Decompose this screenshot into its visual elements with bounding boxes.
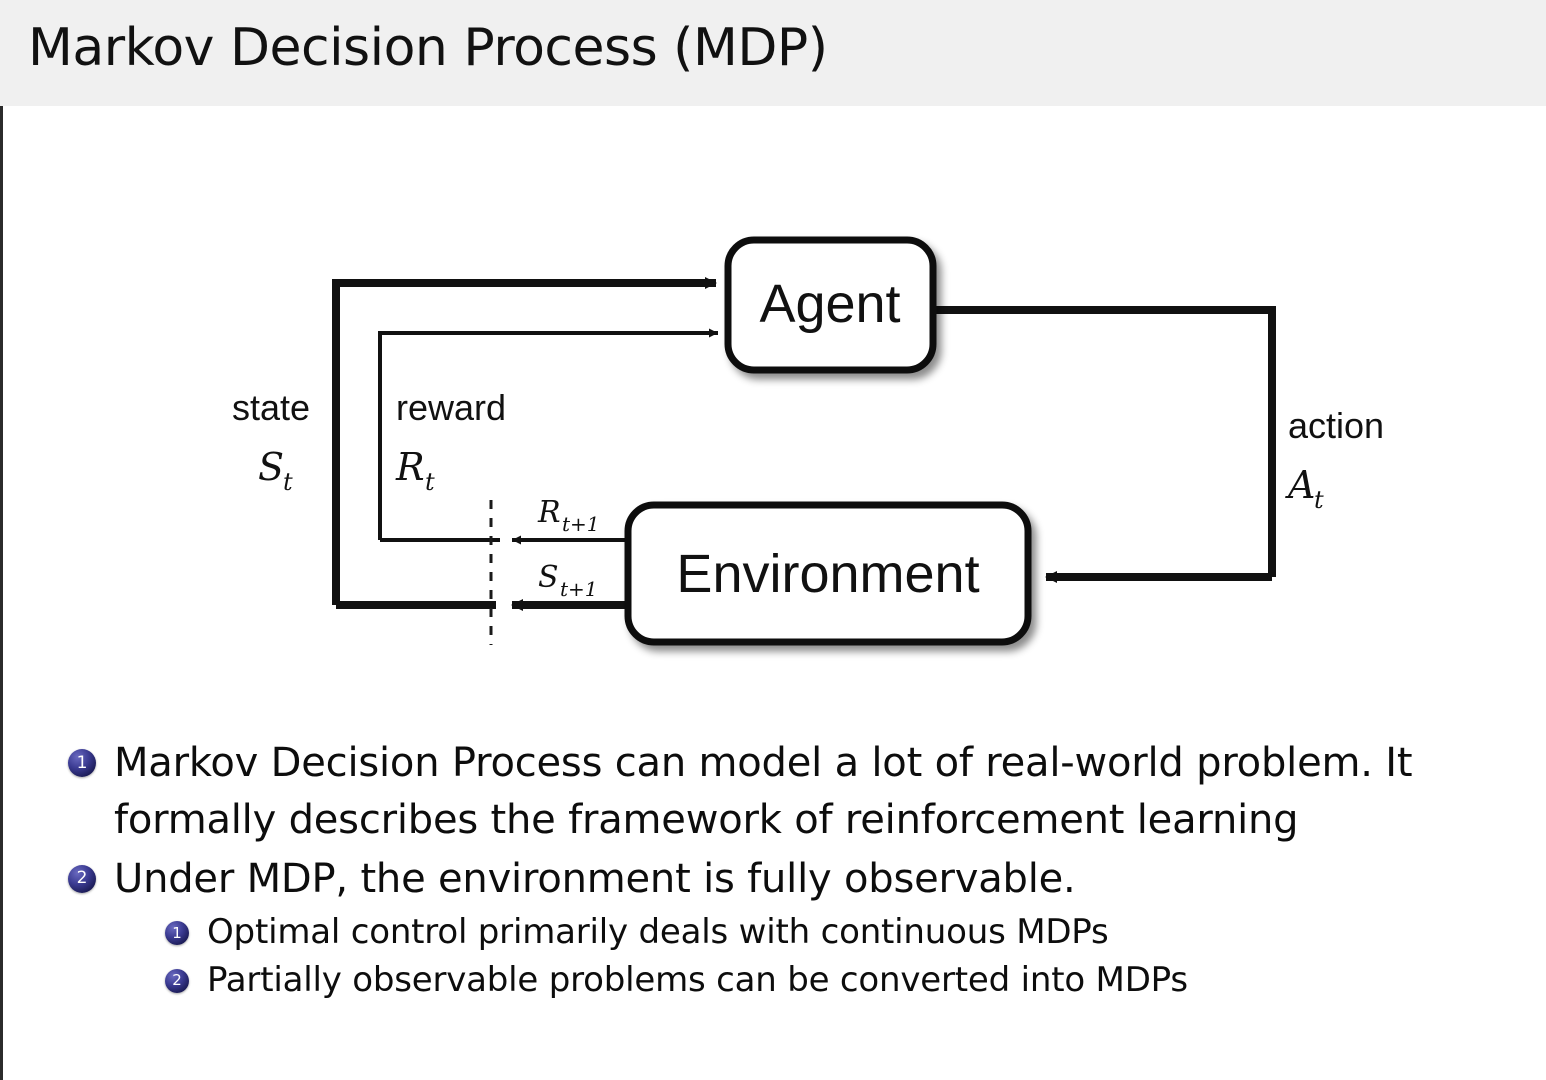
next-reward-symbol: R [537,495,561,530]
state-symbol: S [258,445,284,489]
state-word: state [232,387,310,428]
sub-bullet-text-2: Partially observable problems can be con… [207,959,1188,1000]
reward-subscript: t [425,468,435,496]
slide-header-bar: Markov Decision Process (MDP) [0,0,1546,106]
environment-box-label: Environment [676,544,979,604]
action-word: action [1288,405,1384,446]
sub-bullet-badge-1: 1 [165,921,189,946]
list-item[interactable]: 1 Optimal control primarily deals with c… [0,909,1546,957]
bullet-list: 1 Markov Decision Process can model a lo… [0,735,1546,1005]
next-state-label: S t+1 [538,560,598,601]
list-item[interactable]: 2 Under MDP, the environment is fully ob… [0,851,1546,908]
bullet-text-1: Markov Decision Process can model a lot … [96,735,1413,849]
sub-bullet-badge-2: 2 [165,968,189,993]
agent-box-label: Agent [759,274,900,334]
sub-bullet-text-1: Optimal control primarily deals with con… [207,912,1109,953]
reward-feedback-path [378,328,718,542]
bullet-line: Markov Decision Process can model a lot … [114,740,1413,786]
action-subscript: t [1314,486,1324,514]
action-path [933,306,1276,583]
bullet-badge-2: 2 [68,864,96,893]
agent-environment-diagram: Agent Environment state S t reward R t [0,150,1546,710]
list-item[interactable]: 1 Markov Decision Process can model a lo… [0,735,1546,849]
next-state-subscript: t+1 [560,577,598,601]
action-symbol: A [1285,463,1315,507]
environment-box[interactable]: Environment [624,501,1032,646]
left-edge-stripe [0,0,3,1080]
bullet-line: Under MDP, the environment is fully obse… [114,855,1076,902]
state-subscript: t [283,468,293,496]
state-label: state S t [232,387,310,496]
reward-symbol: R [395,445,425,489]
bullet-line: formally describes the framework of rein… [114,796,1299,843]
next-state-symbol: S [538,560,559,595]
list-item[interactable]: 2 Partially observable problems can be c… [0,957,1546,1005]
bullet-text-2: Under MDP, the environment is fully obse… [96,851,1076,908]
reward-word: reward [396,387,506,428]
page-title: Markov Decision Process (MDP) [28,18,828,78]
agent-box[interactable]: Agent [724,236,937,374]
bullet-badge-1: 1 [68,749,96,777]
action-label: action A t [1285,405,1384,514]
next-reward-subscript: t+1 [562,512,600,536]
reward-label: reward R t [395,387,506,496]
next-reward-label: R t+1 [537,495,600,536]
state-feedback-path [332,277,717,609]
